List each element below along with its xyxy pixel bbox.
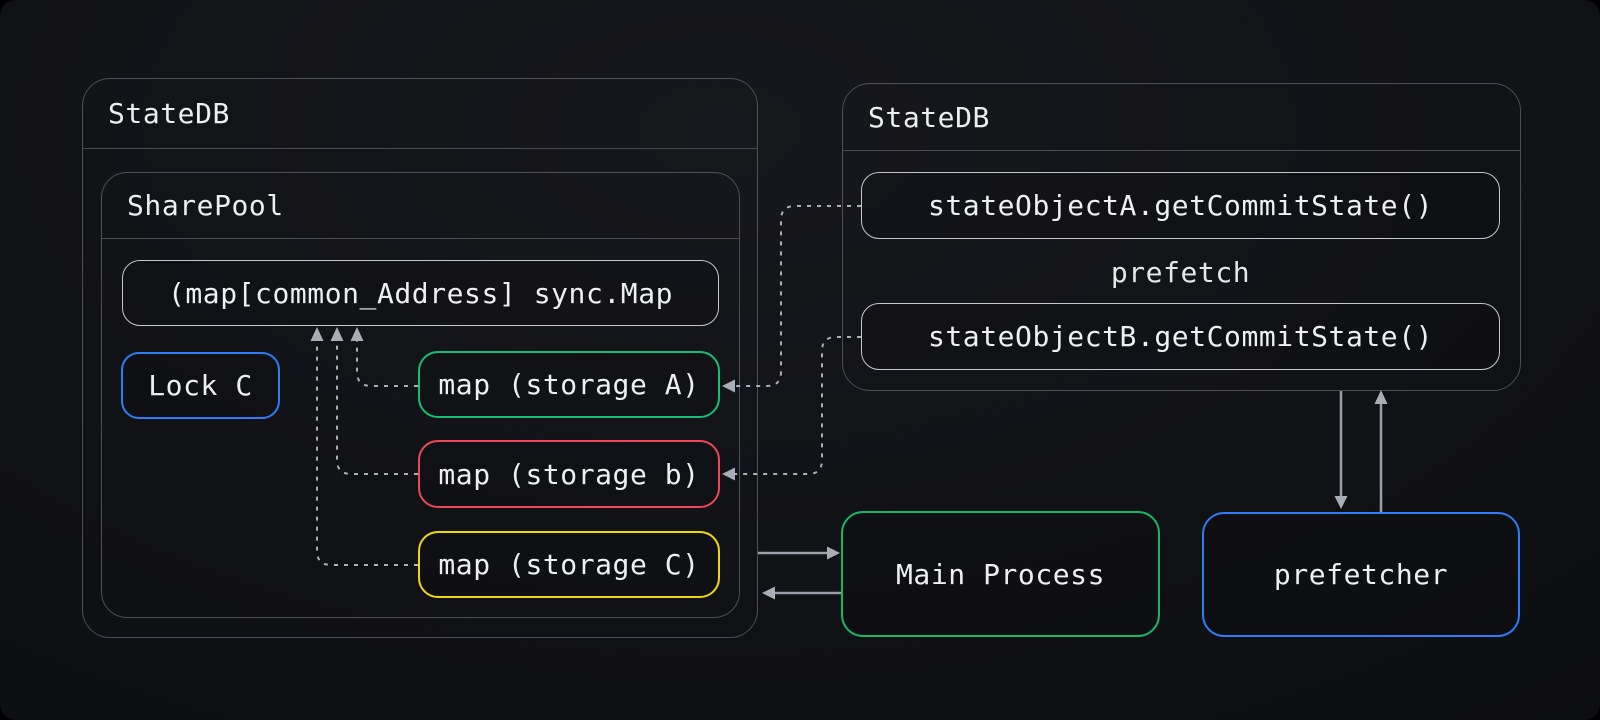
lock-c-label: Lock C <box>148 369 253 402</box>
storage-a-label: map (storage A) <box>438 368 700 401</box>
storage-c-label: map (storage C) <box>438 548 700 581</box>
prefetcher-box: prefetcher <box>1202 512 1520 637</box>
left-statedb-title: StateDB <box>108 97 230 130</box>
right-statedb-box: StateDB <box>842 83 1521 391</box>
left-statedb-header: StateDB <box>83 79 757 149</box>
lock-c-box: Lock C <box>121 352 280 419</box>
sync-map-box: (map[common_Address] sync.Map <box>122 260 719 326</box>
storage-b-label: map (storage b) <box>438 457 700 491</box>
storage-c-box: map (storage C) <box>418 531 720 598</box>
main-process-box: Main Process <box>841 511 1160 637</box>
prefetch-label: prefetch <box>1110 255 1251 289</box>
sharepool-header: SharePool <box>102 173 739 239</box>
storage-b-box: map (storage b) <box>418 440 720 508</box>
arrow-prefetcher-to-statedb <box>1374 390 1388 512</box>
right-statedb-header: StateDB <box>843 84 1520 151</box>
state-object-b-label: stateObjectB.getCommitState() <box>927 320 1434 353</box>
state-object-a-label: stateObjectA.getCommitState() <box>927 189 1434 222</box>
storage-a-box: map (storage A) <box>418 351 720 418</box>
prefetcher-label: prefetcher <box>1273 558 1449 591</box>
arrow-statedb-to-main-process <box>758 546 840 560</box>
state-object-a-box: stateObjectA.getCommitState() <box>861 172 1500 239</box>
right-statedb-title: StateDB <box>868 100 990 134</box>
arrow-statedb-to-prefetcher <box>1334 391 1348 509</box>
sync-map-label: (map[common_Address] sync.Map <box>167 276 674 310</box>
state-object-b-box: stateObjectB.getCommitState() <box>861 303 1500 370</box>
sharepool-title: SharePool <box>127 189 284 222</box>
arrow-main-process-to-statedb <box>762 586 841 600</box>
main-process-label: Main Process <box>895 557 1105 591</box>
